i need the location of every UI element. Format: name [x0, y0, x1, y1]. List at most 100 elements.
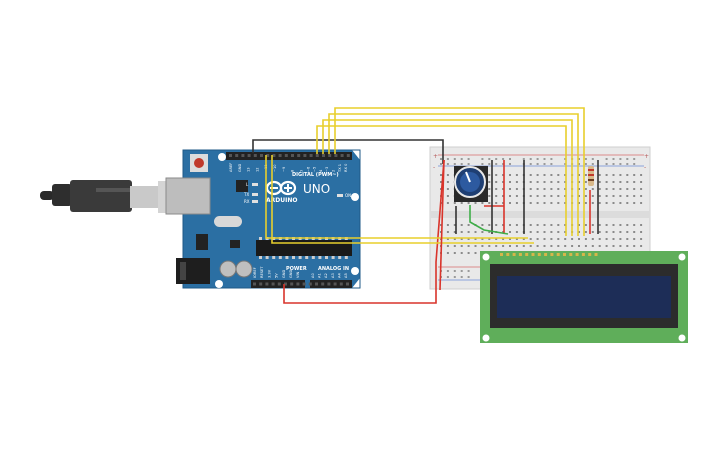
- lcd-16x2-display[interactable]: [480, 251, 688, 343]
- breadboard-hole: [502, 158, 505, 160]
- mounting-hole: [678, 334, 686, 342]
- ic-pin: [259, 237, 262, 240]
- breadboard-hole: [453, 252, 456, 254]
- breadboard-hole: [536, 174, 539, 176]
- header-pin-hole: [229, 154, 232, 157]
- lcd-header-pin: [588, 253, 592, 256]
- breadboard-hole: [640, 245, 643, 247]
- breadboard-hole: [626, 163, 629, 165]
- header-pin-hole: [296, 282, 300, 286]
- breadboard-hole: [515, 195, 518, 197]
- breadboard-hole: [522, 238, 525, 240]
- breadboard-hole: [598, 174, 601, 176]
- breadboard-hole: [619, 158, 622, 160]
- breadboard-hole: [557, 224, 560, 226]
- breadboard-hole: [584, 195, 587, 197]
- wire-red-5v[interactable]: [283, 159, 445, 304]
- breadboard-hole: [474, 252, 477, 254]
- breadboard-hole: [605, 224, 608, 226]
- breadboard-hole: [467, 158, 470, 160]
- breadboard-hole: [536, 195, 539, 197]
- header-pin-hole: [339, 282, 343, 286]
- rail-plus-label: +: [433, 153, 438, 160]
- breadboard-hole: [578, 202, 580, 204]
- breadboard-hole: [488, 238, 491, 240]
- pin-label: GND: [289, 270, 293, 278]
- header-pin-hole: [290, 282, 294, 286]
- header-pin-hole: [309, 154, 313, 157]
- breadboard-hole: [584, 224, 587, 226]
- led-rx-label: RX: [244, 199, 250, 204]
- mounting-hole: [218, 153, 226, 161]
- breadboard-hole: [446, 163, 449, 165]
- lcd-header-pin: [581, 253, 585, 256]
- pin-label: 4: [319, 169, 323, 172]
- breadboard-hole: [578, 163, 580, 165]
- wire-yellow-d4[interactable]: [328, 113, 579, 236]
- breadboard-hole: [605, 158, 608, 160]
- potentiometer[interactable]: [454, 166, 488, 202]
- lcd-header-pin: [512, 253, 516, 256]
- wire-green-contrast[interactable]: [469, 205, 509, 235]
- wire-yellow-d3[interactable]: [322, 119, 573, 236]
- wire-yellow-d2[interactable]: [316, 125, 567, 236]
- breadboard-hole: [619, 195, 622, 197]
- pin-label: 12: [255, 167, 259, 172]
- breadboard-hole: [446, 181, 449, 183]
- breadboard-hole: [529, 174, 532, 176]
- breadboard-hole: [509, 231, 511, 233]
- breadboard-hole: [550, 174, 553, 176]
- breadboard-hole: [633, 181, 636, 183]
- breadboard-hole: [495, 202, 498, 204]
- breadboard-hole: [584, 158, 587, 160]
- header-pin-hole: [277, 282, 281, 286]
- breadboard-hole: [598, 245, 601, 247]
- wire-yellow-en[interactable]: [271, 155, 534, 244]
- breadboard-hole: [550, 163, 553, 165]
- wire-yellow-d5[interactable]: [334, 107, 585, 236]
- breadboard-hole: [557, 238, 560, 240]
- wire-yellow-rs[interactable]: [265, 155, 528, 239]
- breadboard-hole: [584, 188, 587, 190]
- header-pin-hole: [284, 282, 287, 286]
- arduino-uno-board[interactable]: L TX RX ON ARDUINO UNO DIGITAL (PWM~) PO…: [165, 149, 361, 289]
- breadboard-hole: [495, 181, 498, 183]
- breadboard-hole: [446, 188, 449, 190]
- pin-label: RESET: [260, 266, 264, 278]
- header-pin-hole: [265, 282, 269, 286]
- wire-black-gnd[interactable]: [252, 139, 444, 164]
- breadboard-hole: [529, 231, 532, 233]
- breadboard-hole: [467, 245, 470, 247]
- breadboard-hole: [446, 245, 449, 247]
- breadboard-hole: [584, 174, 587, 176]
- lcd-header-pin: [594, 253, 598, 256]
- resistor[interactable]: [588, 166, 594, 186]
- breadboard-hole: [515, 238, 518, 240]
- breadboard-hole: [550, 195, 553, 197]
- breadboard-hole: [578, 181, 580, 183]
- pin-label: ~5: [313, 167, 317, 172]
- header-pin-hole: [334, 154, 338, 157]
- breadboard-hole: [460, 224, 463, 226]
- breadboard-hole: [529, 245, 532, 247]
- breadboard-hole: [488, 224, 491, 226]
- breadboard-hole: [612, 238, 615, 240]
- breadboard-hole: [598, 238, 601, 240]
- pin-label: ~3: [325, 167, 329, 172]
- header-pin-hole: [308, 282, 312, 286]
- wire-red-rail[interactable]: [439, 159, 445, 291]
- breadboard-hole: [591, 158, 594, 160]
- lcd-header-pin: [563, 253, 566, 256]
- led-l-label: L: [246, 182, 249, 187]
- wires: [252, 107, 599, 304]
- lcd-screen: [497, 276, 671, 318]
- analog-header-label: ANALOG IN: [318, 266, 349, 272]
- breadboard-hole: [584, 181, 587, 183]
- breadboard-hole: [453, 202, 456, 204]
- breadboard-hole: [633, 195, 636, 197]
- breadboard-hole: [640, 231, 643, 233]
- breadboard-hole: [557, 245, 560, 247]
- breadboard-hole: [467, 163, 470, 165]
- breadboard-hole: [529, 238, 532, 240]
